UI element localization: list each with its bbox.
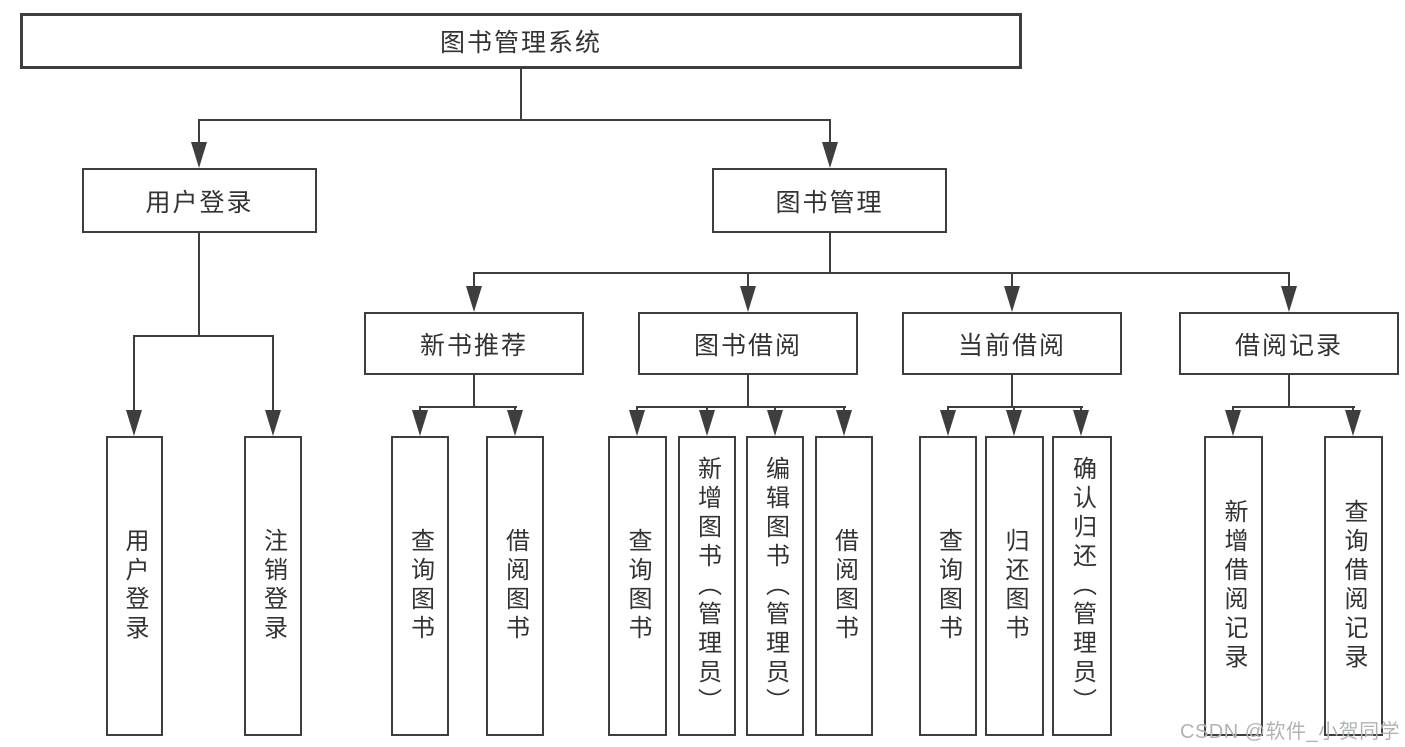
node-logout: 注销登录 (244, 436, 302, 736)
conn-login-branch (133, 335, 274, 337)
node-new-book-rec-label: 新书推荐 (419, 331, 528, 360)
arrowhead-nb-query (412, 410, 428, 436)
node-nb-borrow: 借阅图书 (486, 436, 544, 736)
arrowhead-cb-confirm (1073, 410, 1089, 436)
node-br-query-label: 查询借阅记录 (1340, 499, 1367, 673)
node-cb-return: 归还图书 (985, 436, 1044, 736)
conn-bb-branch (636, 406, 846, 408)
node-bb-edit-label: 编辑图书（管理员） (761, 455, 789, 717)
arrowhead-cb-return (1006, 410, 1022, 436)
node-bb-edit: 编辑图书（管理员） (746, 436, 804, 736)
conn-root-branch (198, 119, 831, 121)
conn-nb-branch (419, 406, 517, 408)
node-nb-query-label: 查询图书 (406, 528, 434, 644)
conn-bb-drop (747, 375, 749, 408)
conn-nb-drop (473, 375, 475, 408)
node-br-query: 查询借阅记录 (1324, 436, 1383, 736)
arrowhead-bb-add (699, 410, 715, 436)
arrowhead-br-add (1225, 410, 1241, 436)
node-current-borrow: 当前借阅 (902, 312, 1122, 375)
conn-cb-branch (947, 406, 1083, 408)
conn-root-drop (520, 67, 522, 121)
conn-stem-current-borrow (1011, 272, 1013, 290)
arrowhead-borrow-records (1281, 286, 1297, 312)
node-br-add: 新增借阅记录 (1204, 436, 1263, 736)
conn-br-drop (1288, 375, 1290, 408)
node-cb-return-label: 归还图书 (1001, 528, 1028, 644)
node-borrow-records: 借阅记录 (1179, 312, 1399, 375)
node-book-mgmt-label: 图书管理 (775, 188, 884, 217)
arrowhead-user-login (126, 410, 142, 436)
arrowhead-nb-borrow (507, 410, 523, 436)
node-book-borrow-label: 图书借阅 (693, 331, 802, 360)
arrowhead-book-mgmt (822, 142, 838, 168)
conn-stem-login-group (198, 119, 200, 147)
node-bb-query-label: 查询图书 (624, 528, 651, 644)
node-borrow-records-label: 借阅记录 (1234, 331, 1343, 360)
node-user-login: 用户登录 (106, 436, 163, 736)
node-user-login-label: 用户登录 (121, 528, 148, 644)
conn-stem-book-mgmt (829, 119, 831, 147)
arrowhead-current-borrow (1004, 286, 1020, 312)
node-nb-borrow-label: 借阅图书 (501, 528, 529, 644)
node-book-borrow: 图书借阅 (638, 312, 858, 375)
node-login-group-label: 用户登录 (145, 188, 254, 217)
conn-stem-book-borrow (747, 272, 749, 290)
node-nb-query: 查询图书 (391, 436, 449, 736)
arrowhead-bb-edit (767, 410, 783, 436)
node-new-book-rec: 新书推荐 (364, 312, 584, 375)
node-root-label: 图书管理系统 (439, 29, 602, 57)
watermark-text: CSDN @软件_小贺同学 (1180, 721, 1401, 743)
arrowhead-bb-borrow (836, 410, 852, 436)
node-br-add-label: 新增借阅记录 (1220, 499, 1247, 673)
conn-book-mgmt-branch (473, 272, 1290, 274)
arrowhead-cb-query (940, 410, 956, 436)
node-bb-add: 新增图书（管理员） (678, 436, 736, 736)
node-current-borrow-label: 当前借阅 (957, 331, 1066, 360)
node-bb-add-label: 新增图书（管理员） (693, 455, 721, 717)
node-login-group: 用户登录 (82, 168, 317, 233)
node-bb-query: 查询图书 (608, 436, 667, 736)
arrowhead-book-borrow (740, 286, 756, 312)
node-bb-borrow: 借阅图书 (815, 436, 873, 736)
node-root: 图书管理系统 (20, 13, 1022, 69)
conn-login-drop (198, 233, 200, 337)
node-bb-borrow-label: 借阅图书 (830, 528, 858, 644)
conn-br-branch (1232, 406, 1355, 408)
node-logout-label: 注销登录 (259, 528, 287, 644)
node-cb-query-label: 查询图书 (934, 528, 962, 644)
conn-stem-logout (272, 335, 274, 415)
node-cb-confirm: 确认归还（管理员） (1052, 436, 1112, 736)
arrowhead-logout (265, 410, 281, 436)
conn-stem-new-book-rec (473, 272, 475, 290)
node-book-mgmt: 图书管理 (712, 168, 947, 233)
arrowhead-login-group (191, 142, 207, 168)
arrowhead-bb-query (629, 410, 645, 436)
node-cb-query: 查询图书 (919, 436, 977, 736)
arrowhead-new-book-rec (466, 286, 482, 312)
conn-stem-borrow-records (1288, 272, 1290, 290)
arrowhead-br-query (1345, 410, 1361, 436)
node-cb-confirm-label: 确认归还（管理员） (1068, 455, 1096, 717)
conn-stem-user-login (133, 335, 135, 415)
conn-book-mgmt-drop (829, 233, 831, 274)
conn-cb-drop (1011, 375, 1013, 408)
